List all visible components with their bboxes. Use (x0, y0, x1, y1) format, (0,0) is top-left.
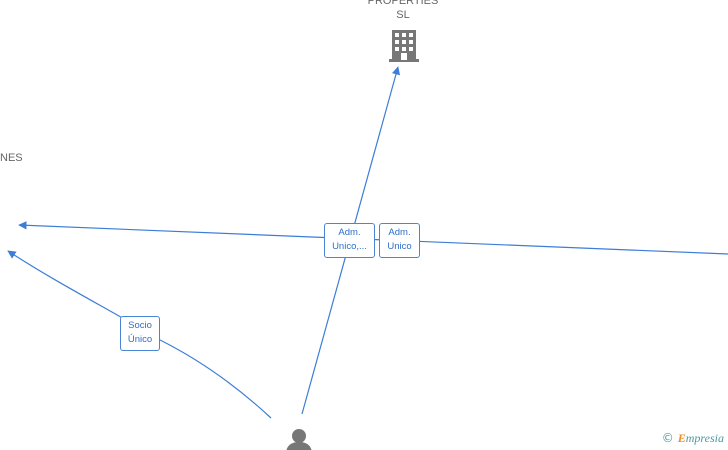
company-left-label-text: NES (0, 152, 23, 164)
edge-label-adm-unico-1[interactable]: Adm. Unico,... (324, 223, 375, 258)
edge-label-socio-unico[interactable]: Socio Único (120, 316, 160, 351)
company-left-label[interactable]: NES (0, 151, 23, 165)
edge-label-line1: Socio (128, 320, 152, 331)
edge-label-line2: Unico (387, 241, 412, 252)
edge-label-line1: Adm. (338, 227, 361, 238)
copyright-icon: © (661, 431, 674, 445)
company-top-label-line2: SL (396, 9, 410, 21)
brand-name: mpresia (685, 431, 724, 445)
empresia-brand[interactable]: ©Empresia (662, 431, 724, 446)
company-top-label-line1: PROPERTIES (367, 0, 439, 7)
person-icon[interactable] (286, 429, 312, 450)
company-top-label[interactable]: PROPERTIES SL (358, 0, 448, 22)
edge-label-line1: Adm. (388, 227, 411, 238)
edge-label-line2: Único (127, 334, 153, 345)
edge-label-line2: Unico,... (332, 241, 367, 252)
brand-e-letter: E (677, 431, 686, 445)
building-icon[interactable] (389, 30, 419, 62)
edge-label-adm-unico-2[interactable]: Adm. Unico (379, 223, 420, 258)
